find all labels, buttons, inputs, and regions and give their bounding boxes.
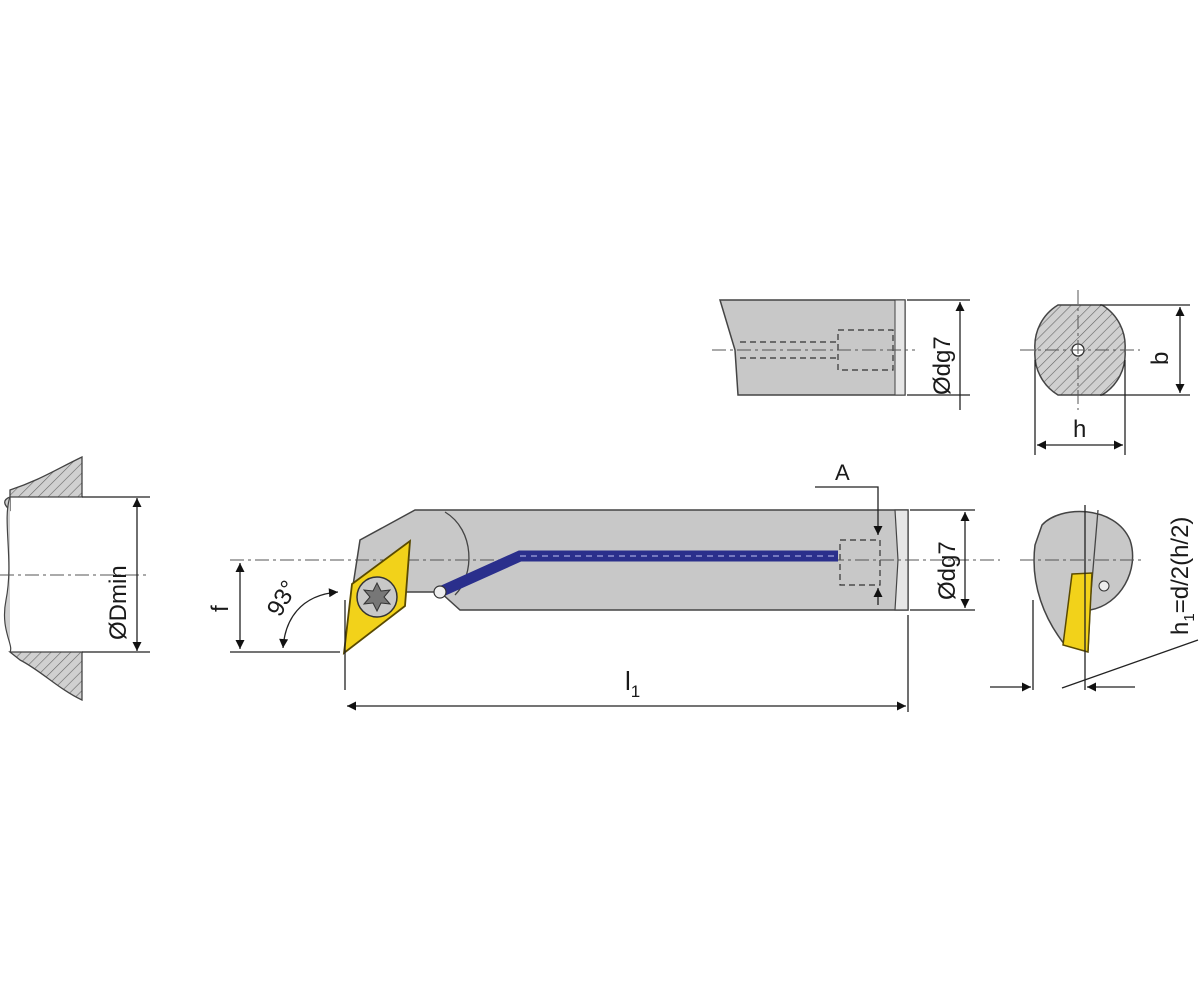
f-label: f [207,605,234,612]
dmin-label: ØDmin [105,565,132,640]
shank-top-view: Ødg7 [712,299,970,410]
insert [342,539,412,656]
head-end-view: h1=d/2(h/2) [990,505,1199,692]
l1-label: l1 [625,666,640,701]
b-label: b [1147,352,1174,365]
h1-label: h1=d/2(h/2) [1167,517,1198,635]
dg7-side-label: Ødg7 [934,541,961,600]
h-label: h [1073,416,1086,443]
dg7-top-label: Ødg7 [929,336,956,395]
shank-cross-section: b h [1020,290,1190,455]
angle-label: 93° [262,576,304,621]
boring-bar-side-view: f 93° l1 A Ødg7 [207,460,1000,712]
a-label: A [835,460,850,485]
workpiece-section: ØDmin [0,455,150,702]
